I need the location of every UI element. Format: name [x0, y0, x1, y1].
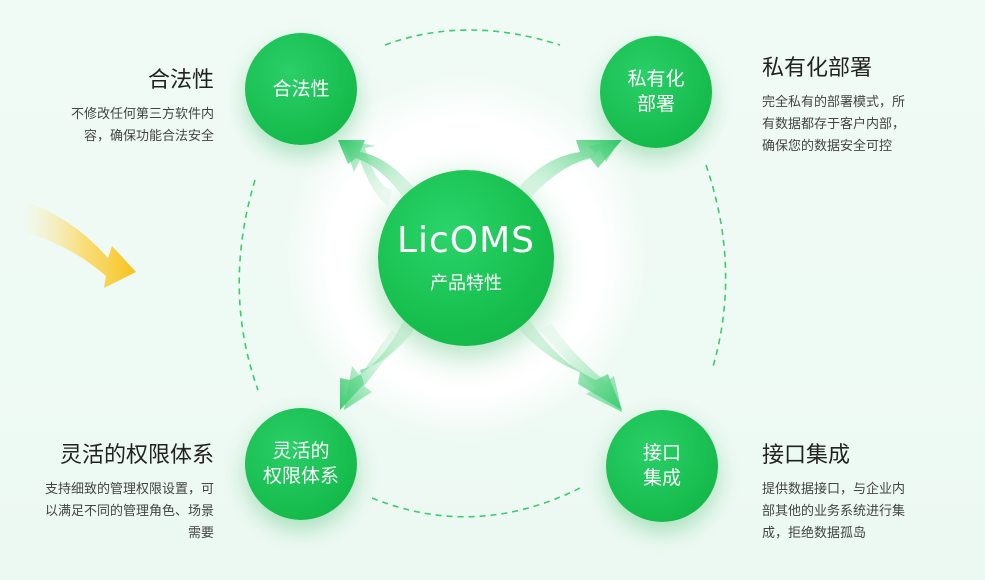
- node-legality-label: 合法性: [272, 77, 330, 100]
- dashed-arcs: [238, 29, 727, 518]
- feature-permission-system-title: 灵活的权限体系: [59, 443, 214, 468]
- arrow-to-top-left: [338, 140, 420, 206]
- feature-api-integration-desc-line: 提供数据接口，与企业内: [762, 482, 906, 497]
- feature-legality: 合法性 不修改任何第三方软件内 容，确保功能合法安全: [20, 62, 214, 148]
- arrow-to-top-right: [512, 140, 622, 206]
- center-subtitle: 产品特性: [430, 272, 502, 294]
- yellow-arrow-icon: [20, 200, 136, 288]
- node-private-deployment-line-1: 私有化: [627, 68, 685, 91]
- feature-legality-title: 合法性: [147, 68, 214, 93]
- feature-private-deployment-desc-line: 有数据都存于客户内部，: [762, 117, 906, 132]
- node-api-integration: 接口 集成: [606, 410, 718, 522]
- dashed-arc-left: [238, 179, 259, 391]
- feature-private-deployment: 私有化部署 完全私有的部署模式，所 有数据都存于客户内部， 确保您的数据安全可控: [762, 50, 952, 158]
- dashed-arc-bottom: [371, 487, 581, 518]
- center-circle: LicOMS 产品特性: [378, 170, 554, 346]
- feature-permission-system-desc-line: 以满足不同的管理角色、场景: [44, 504, 214, 519]
- arrow-to-bottom-right: [512, 312, 622, 412]
- feature-api-integration-desc: 提供数据接口，与企业内 部其他的业务系统进行集 成，拒绝数据孤岛: [762, 479, 952, 545]
- node-legality: 合法性: [245, 33, 357, 145]
- feature-permission-system-desc: 支持细致的管理权限设置，可 以满足不同的管理角色、场景 需要: [0, 479, 214, 545]
- feature-legality-desc: 不修改任何第三方软件内 容，确保功能合法安全: [20, 104, 214, 148]
- feature-legality-desc-line: 不修改任何第三方软件内: [70, 107, 214, 122]
- feature-private-deployment-title: 私有化部署: [762, 56, 873, 81]
- node-api-integration-line-2: 集成: [642, 467, 681, 489]
- feature-api-integration-title: 接口集成: [762, 443, 851, 468]
- feature-legality-desc-line: 容，确保功能合法安全: [83, 129, 214, 144]
- feature-private-deployment-desc-line: 完全私有的部署模式，所: [762, 95, 906, 110]
- arrow-to-bottom-left: [340, 312, 420, 410]
- feature-private-deployment-desc: 完全私有的部署模式，所 有数据都存于客户内部， 确保您的数据安全可控: [762, 92, 952, 158]
- node-permission-system-line-2: 权限体系: [262, 465, 339, 487]
- node-private-deployment-line-2: 部署: [636, 93, 675, 115]
- node-private-deployment: 私有化 部署: [600, 36, 712, 148]
- node-api-integration-line-1: 接口: [642, 442, 681, 465]
- dashed-arc-top: [384, 29, 561, 46]
- feature-api-integration-desc-line: 部其他的业务系统进行集: [762, 504, 906, 519]
- feature-permission-system-desc-line: 支持细致的管理权限设置，可: [44, 482, 214, 497]
- center-title: LicOMS: [396, 220, 536, 262]
- node-permission-system: 灵活的 权限体系: [245, 408, 357, 520]
- feature-private-deployment-desc-line: 确保您的数据安全可控: [762, 139, 893, 154]
- dashed-arc-right: [705, 164, 727, 371]
- feature-permission-system: 灵活的权限体系 支持细致的管理权限设置，可 以满足不同的管理角色、场景 需要: [0, 437, 214, 545]
- feature-api-integration: 接口集成 提供数据接口，与企业内 部其他的业务系统进行集 成，拒绝数据孤岛: [762, 437, 952, 545]
- node-permission-system-line-1: 灵活的: [272, 440, 330, 463]
- feature-permission-system-desc-line: 需要: [187, 526, 214, 541]
- feature-api-integration-desc-line: 成，拒绝数据孤岛: [762, 526, 867, 541]
